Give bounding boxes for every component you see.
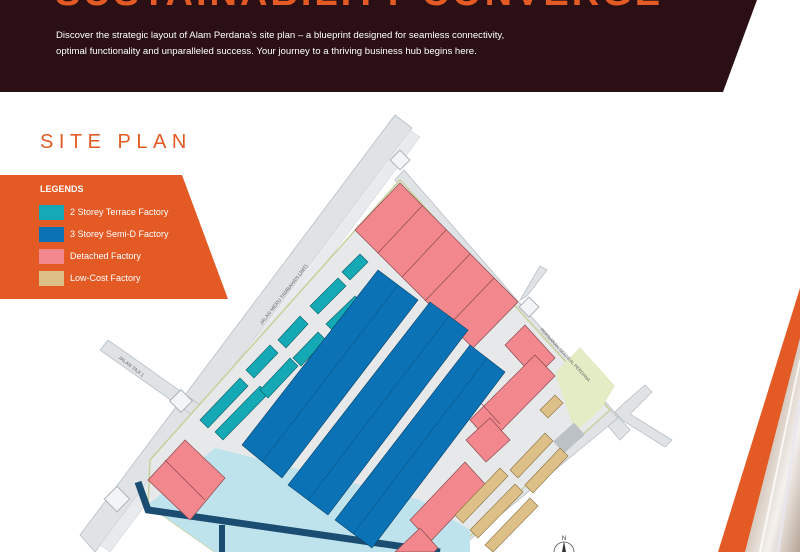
substation <box>553 422 585 454</box>
site-plan-map: N JALAN MERU TAMBAHAN (JMT) JALAN TAJI 1… <box>79 114 673 552</box>
legend-item-semi-d: 3 Storey Semi-D Factory <box>39 226 169 242</box>
compass-north-label: N <box>562 536 566 542</box>
terrace-factory-lots <box>199 253 369 441</box>
semi-d-lot-lines <box>261 284 488 535</box>
intro-paragraph: Discover the strategic layout of Alam Pe… <box>56 28 696 60</box>
page-headline: SUSTAINABILITY CONVERGE <box>55 0 663 12</box>
legend-item-low-cost: Low-Cost Factory <box>39 270 141 286</box>
semi-d-swatch <box>39 226 64 242</box>
legend-label: 2 Storey Terrace Factory <box>70 207 169 217</box>
low-cost-swatch <box>39 270 64 286</box>
detached-swatch <box>39 248 64 264</box>
intro-line-1: Discover the strategic layout of Alam Pe… <box>56 30 505 41</box>
site-plan-title: SITE PLAN <box>40 131 192 153</box>
legend-label: 3 Storey Semi-D Factory <box>70 229 169 239</box>
legend-title: LEGENDS <box>40 184 84 194</box>
header-band: SUSTAINABILITY CONVERGE Discover the str… <box>0 0 800 92</box>
legend-label: Low-Cost Factory <box>70 273 141 283</box>
open-space <box>555 347 615 432</box>
drain-channel <box>134 480 441 552</box>
low-cost-factory-lots <box>454 394 569 552</box>
legend-label: Detached Factory <box>70 251 142 261</box>
detached-factory-lots <box>147 182 556 552</box>
legend-item-terrace: 2 Storey Terrace Factory <box>39 204 168 220</box>
compass-icon: N <box>553 536 575 552</box>
header-background <box>0 0 757 92</box>
legend-item-detached: Detached Factory <box>39 248 141 264</box>
intro-line-2: optimal functionality and unparalleled s… <box>56 46 477 57</box>
terrace-swatch <box>39 204 64 220</box>
